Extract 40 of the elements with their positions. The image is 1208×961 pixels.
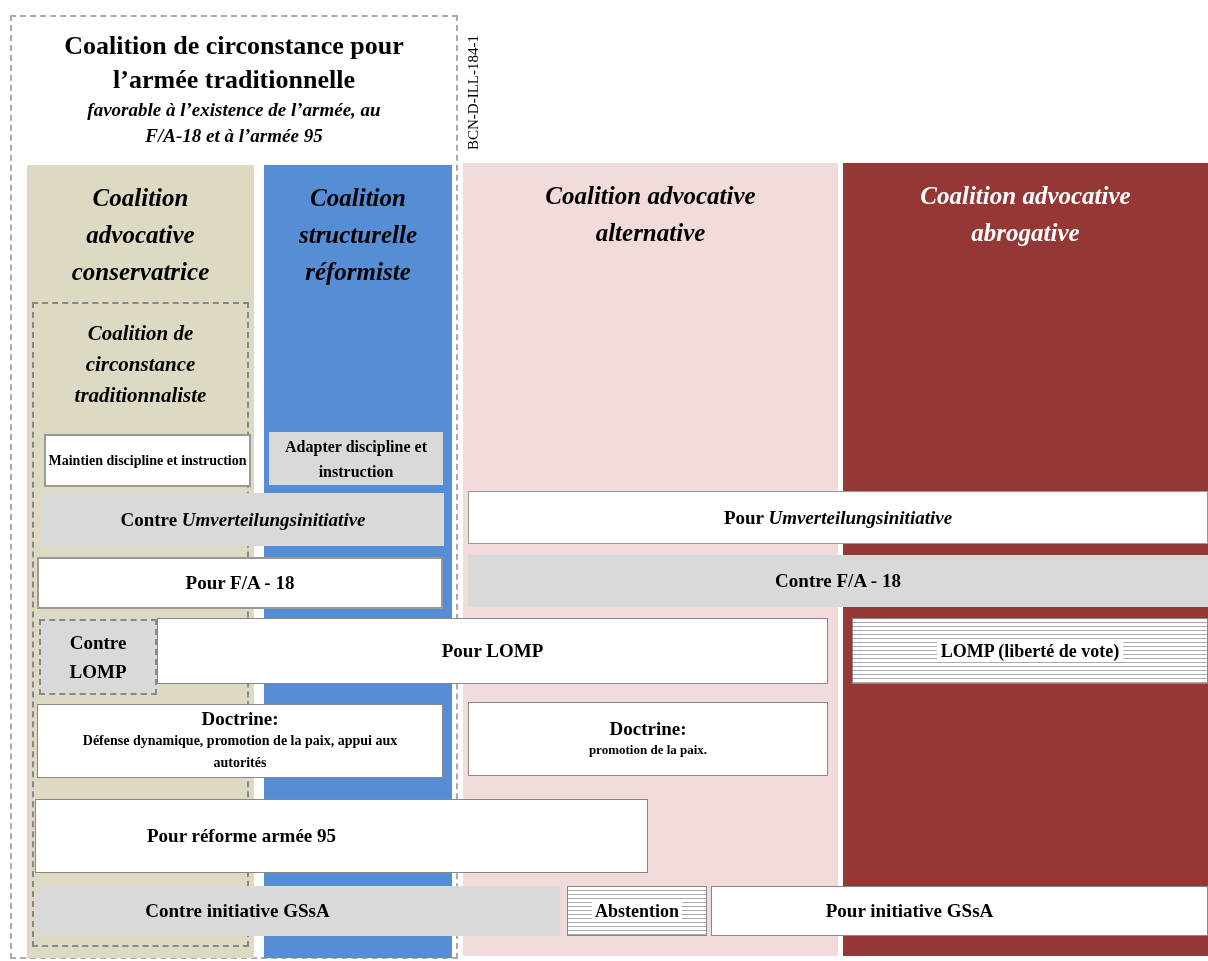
column-heading: Coalition de circonstance traditionnaliste <box>73 320 208 409</box>
position-box <box>157 618 828 684</box>
box-label: Maintien discipline et instruction <box>48 451 247 470</box>
box-label: Doctrine: <box>201 708 279 730</box>
box-label: Pour LOMP <box>441 640 544 662</box>
document-code: BCN-D-ILL-184-1 <box>465 35 482 150</box>
position-box <box>269 432 443 485</box>
position-box <box>711 886 1208 936</box>
box-label: Contre initiative GSsA <box>145 900 330 922</box>
group-subtitle: favorable à l’existence de l’armée, au F/A-18 et à l’armée 95 <box>86 98 382 148</box>
position-box <box>39 619 157 695</box>
box-label: Contre F/A - 18 <box>775 570 901 592</box>
box-label: Pour F/A - 18 <box>185 572 295 594</box>
box-label: Adapter discipline et instruction <box>284 436 428 482</box>
position-box <box>468 702 828 776</box>
hatched-box <box>567 886 707 936</box>
position-box <box>44 434 251 487</box>
position-box <box>37 704 443 778</box>
box-label: Pour Umverteilungsinitiative <box>723 506 953 529</box>
group-title: Coalition de circonstance pour l’armée traditionnelle <box>63 30 405 96</box>
box-label: Contre Umverteilungsinitiative <box>120 508 366 531</box>
box-label: Pour réforme armée 95 <box>147 825 336 847</box>
column-heading: Coalition advocative conservatrice <box>70 183 211 287</box>
box-label: Contre LOMP <box>68 631 128 684</box>
position-box <box>35 886 560 936</box>
position-box <box>468 555 1208 607</box>
position-box <box>37 557 443 609</box>
box-label: Doctrine: <box>609 718 687 740</box>
position-box <box>468 491 1208 544</box>
box-label: Abstention <box>592 900 682 922</box>
position-box <box>35 799 648 873</box>
position-box <box>42 493 444 546</box>
column-heading: Coalition advocative alternative <box>544 181 757 248</box>
column-heading: Coalition advocative abrogative <box>919 181 1132 248</box>
column-heading: Coalition structurelle réformiste <box>297 183 419 287</box>
hatched-box <box>852 618 1208 684</box>
box-label: Pour initiative GSsA <box>825 900 994 922</box>
box-description: Défense dynamique, promotion de la paix, appui aux autorités <box>81 732 399 772</box>
box-label: LOMP (liberté de vote) <box>936 640 1124 662</box>
box-description: promotion de la paix. <box>588 741 708 759</box>
